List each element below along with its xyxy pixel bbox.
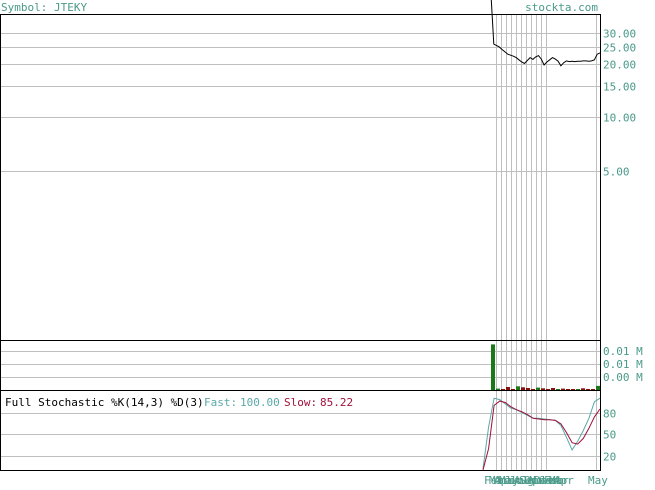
price-tick-label: 5.00 bbox=[603, 166, 630, 179]
volume-bar bbox=[566, 389, 570, 390]
volume-bar bbox=[581, 388, 585, 390]
x-tick-label: Oct bbox=[524, 474, 544, 486]
volume-bar bbox=[496, 388, 500, 390]
volume-bar bbox=[561, 388, 565, 390]
x-tick-label: Dec bbox=[534, 474, 554, 486]
slow-label: Slow: bbox=[284, 396, 317, 409]
x-tick-label: Sep bbox=[519, 474, 539, 486]
stochastic-slow-line bbox=[482, 400, 601, 471]
frame-layer bbox=[0, 14, 601, 471]
data-layer bbox=[482, 0, 601, 471]
price-tick-label: 20.00 bbox=[603, 59, 636, 72]
x-tick-label: Feb bbox=[484, 474, 504, 486]
volume-bar bbox=[491, 344, 495, 390]
volume-tick-label: 0.01 M bbox=[603, 345, 643, 358]
price-tick-label: 30.00 bbox=[603, 28, 636, 41]
fast-label: Fast: bbox=[204, 396, 237, 409]
stochastic-title: Full Stochastic %K(14,3) %D(3) bbox=[5, 396, 204, 409]
volume-bar bbox=[551, 388, 555, 390]
x-tick-label: Aug bbox=[514, 474, 534, 486]
x-tick-label: May bbox=[588, 474, 608, 486]
stochastic-tick-label: 50 bbox=[603, 429, 616, 442]
x-tick-label: Jun bbox=[504, 474, 524, 486]
price-tick-label: 10.00 bbox=[603, 112, 636, 125]
x-tick-label: Apr bbox=[494, 474, 514, 486]
stochastic-panel-frame bbox=[0, 390, 601, 471]
fast-value: 100.00 bbox=[240, 396, 280, 409]
x-tick-label: Nov bbox=[529, 474, 549, 486]
slow-value: 85.22 bbox=[320, 396, 353, 409]
x-tick-label: Jan bbox=[539, 474, 559, 486]
x-tick-label: Jul bbox=[509, 474, 529, 486]
volume-bar bbox=[531, 389, 535, 390]
price-tick-label: 25.00 bbox=[603, 42, 636, 55]
price-tick-label: 15.00 bbox=[603, 81, 636, 94]
volume-bar bbox=[511, 389, 515, 390]
volume-bar bbox=[506, 387, 510, 390]
label-layer: Symbol: JTEKY stockta.com Full Stochasti… bbox=[1, 1, 643, 487]
price-line bbox=[490, 0, 601, 67]
volume-bar bbox=[556, 389, 560, 390]
volume-bar bbox=[521, 387, 525, 390]
volume-tick-label: 0.00 M bbox=[603, 371, 643, 384]
volume-panel-frame bbox=[0, 340, 601, 391]
volume-bar bbox=[526, 388, 530, 390]
x-tick-label: Mar bbox=[489, 474, 509, 486]
volume-bar bbox=[586, 389, 590, 390]
volume-bar bbox=[591, 389, 595, 390]
grid-layer bbox=[1, 15, 600, 470]
x-tick-label: Feb bbox=[544, 474, 564, 486]
volume-bar bbox=[571, 389, 575, 390]
volume-bar bbox=[596, 385, 600, 390]
stochastic-tick-label: 80 bbox=[603, 408, 616, 421]
x-tick-label: Apr bbox=[554, 474, 574, 486]
symbol-label: Symbol: JTEKY bbox=[1, 1, 87, 14]
volume-bar bbox=[576, 389, 580, 390]
stochastic-tick-label: 20 bbox=[603, 451, 616, 464]
volume-tick-label: 0.01 M bbox=[603, 358, 643, 371]
price-panel-frame bbox=[0, 14, 601, 341]
volume-bar bbox=[546, 389, 550, 390]
site-label: stockta.com bbox=[525, 1, 598, 14]
volume-bar bbox=[536, 387, 540, 390]
volume-bar bbox=[541, 388, 545, 390]
volume-bar bbox=[501, 389, 505, 390]
x-tick-label: May bbox=[499, 474, 519, 486]
volume-bar bbox=[516, 386, 520, 390]
x-tick-label: Mar bbox=[549, 474, 569, 486]
